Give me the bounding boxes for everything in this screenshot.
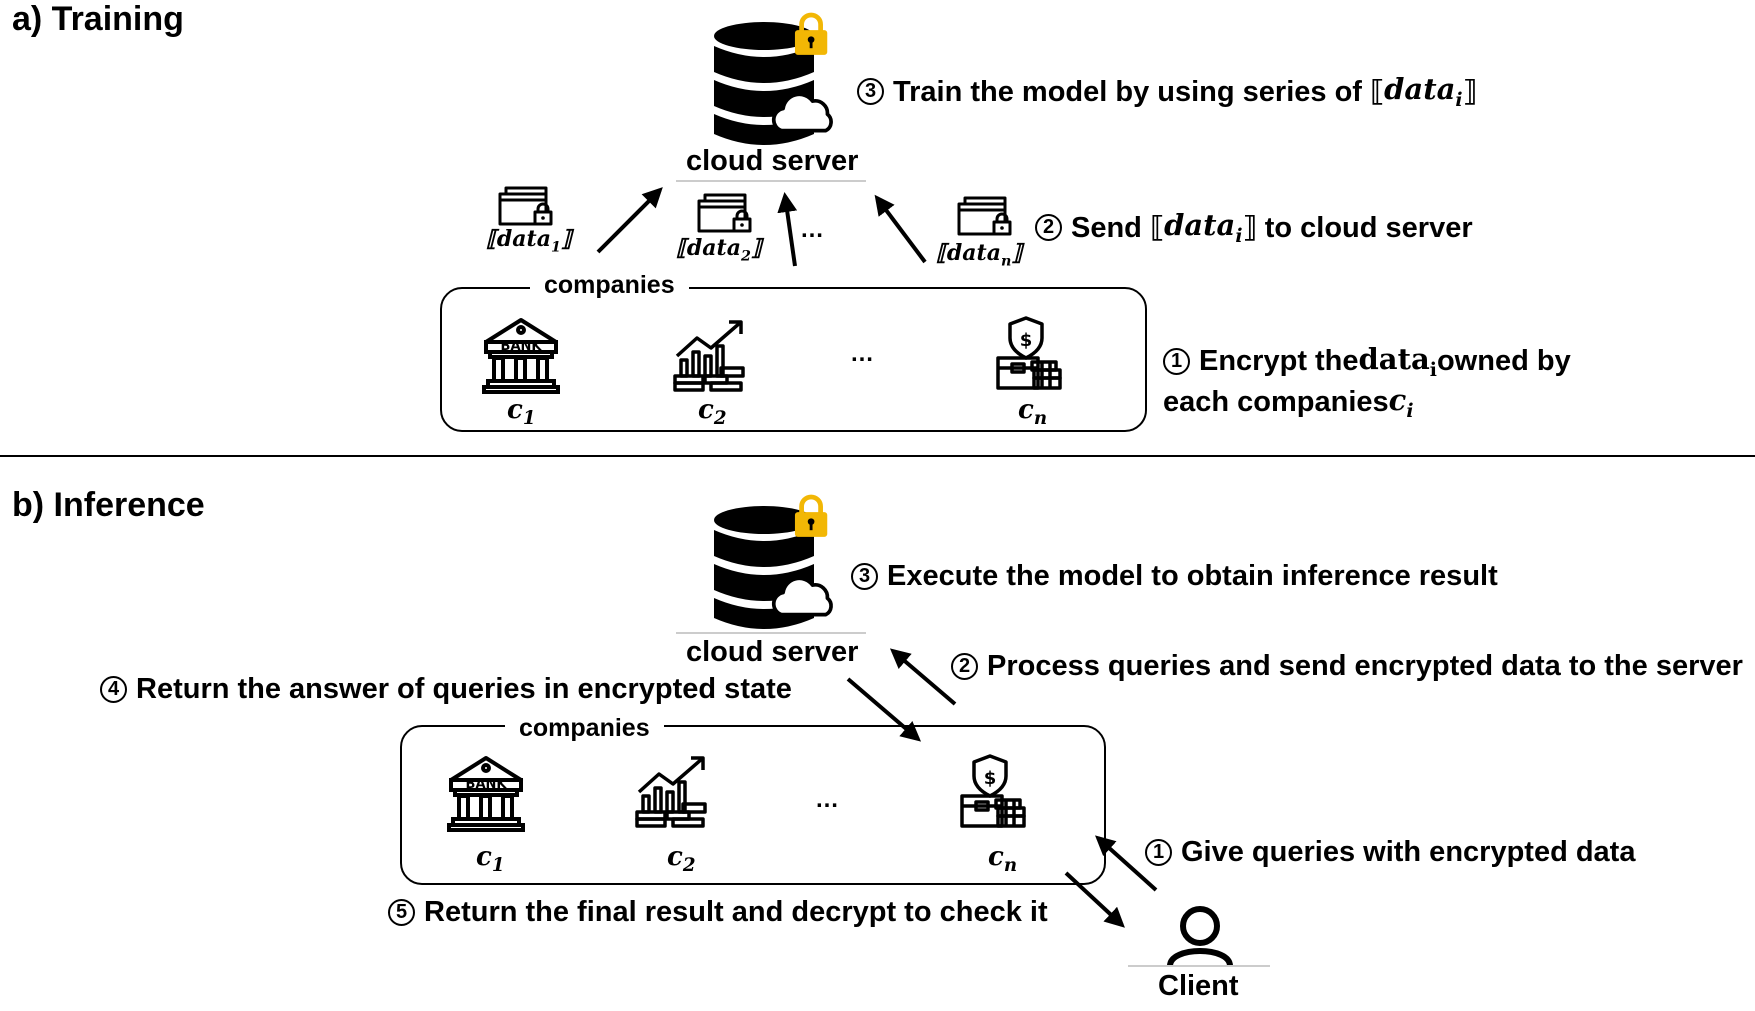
training-step-1-line-2: each companies ci <box>1163 383 1414 422</box>
arrow-data-2-to-server <box>777 192 798 267</box>
company-label-c2: c2 <box>698 395 727 430</box>
arrow-companies-to-server <box>889 648 957 706</box>
stock-growth-icon <box>673 320 745 392</box>
arrow-data-n-to-server <box>874 194 927 264</box>
client-label: Client <box>1158 970 1239 1002</box>
packet-label-n: ⟦datan⟧ <box>936 240 1023 270</box>
company-label-cn: cn <box>988 842 1018 877</box>
bank-icon: BANK <box>482 318 560 394</box>
training-step-1-line-1: 1 Encrypt the datai owned by <box>1163 342 1571 381</box>
inference-arrows <box>846 648 1158 928</box>
svg-text:BANK: BANK <box>466 777 508 792</box>
inference-companies-label: companies <box>505 714 664 743</box>
company-label-c2: c2 <box>667 842 696 877</box>
company-label-c1: c1 <box>476 842 505 877</box>
bank-icon: BANK <box>447 756 525 832</box>
company-ellipsis: … <box>850 340 874 367</box>
arrow-companies-to-client <box>1064 871 1125 928</box>
arrow-server-to-companies <box>846 677 922 742</box>
svg-text:BANK: BANK <box>501 339 543 354</box>
arrow-client-to-companies <box>1095 835 1158 892</box>
company-label-cn: cn <box>1018 395 1048 430</box>
money-shield-icon <box>996 316 1062 390</box>
inference-section-title: b) Inference <box>12 486 205 524</box>
inference-server-label: cloud server <box>686 636 859 668</box>
section-divider <box>0 455 1755 457</box>
training-step-3: 3 Train the model by using series of ⟦da… <box>857 72 1477 111</box>
training-companies-label: companies <box>530 271 689 300</box>
training-arrows <box>596 187 927 267</box>
training-section-title: a) Training <box>12 0 184 38</box>
packet-label-2: ⟦data2⟧ <box>676 235 762 265</box>
company-ellipsis: … <box>815 786 839 813</box>
inference-companies-box <box>400 725 1106 885</box>
arrow-data-1-to-server <box>596 187 663 254</box>
packet-label-1: ⟦data1⟧ <box>486 226 572 256</box>
company-label-c1: c1 <box>507 395 536 430</box>
training-server-label: cloud server <box>686 145 859 177</box>
training-companies-box <box>440 287 1147 432</box>
packet-ellipsis: … <box>800 216 824 243</box>
training-step-2: 2 Send ⟦datai⟧ to cloud server <box>1035 208 1473 247</box>
